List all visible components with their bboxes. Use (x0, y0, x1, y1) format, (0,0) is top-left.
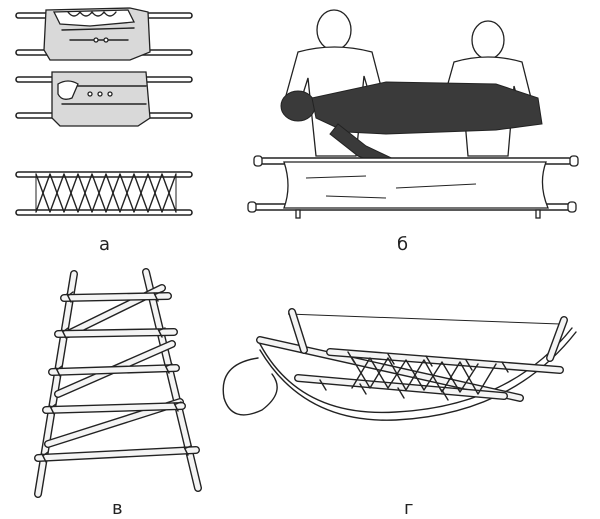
coat-stretcher-middle (15, 71, 193, 127)
panel-g-sledge-stretcher (220, 300, 582, 440)
sledge-stretcher (222, 308, 577, 421)
coat-stretcher-top (15, 7, 193, 61)
caption-v: в (112, 498, 123, 519)
rope-stretcher (15, 171, 193, 216)
caption-a: а (99, 234, 111, 255)
caption-g: г (404, 498, 414, 519)
pole-stretcher-frame (34, 268, 202, 498)
caption-b: б (397, 234, 409, 255)
panel-v-pole-stretcher (28, 262, 208, 500)
panel-b-canvas-stretcher (246, 6, 586, 228)
panel-a-improvised-stretchers (10, 0, 200, 230)
canvas-stretcher (247, 155, 579, 219)
